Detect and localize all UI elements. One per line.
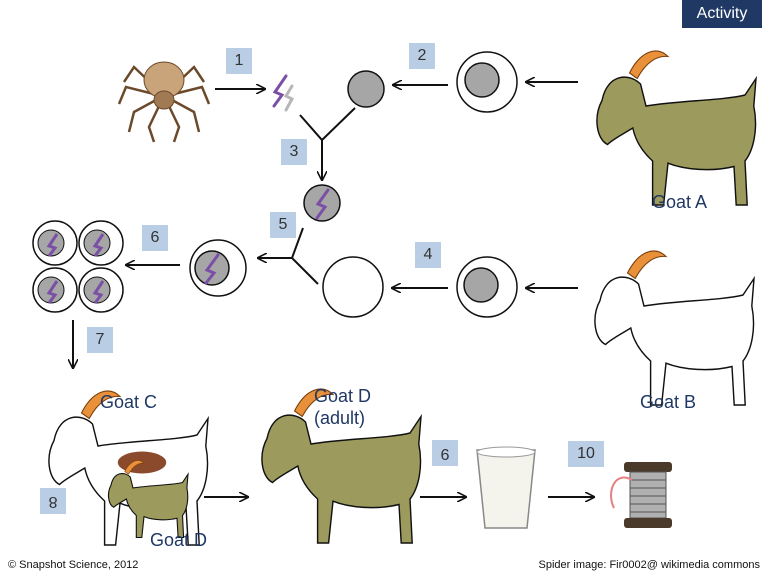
- label-goat-c: Goat C: [100, 392, 158, 412]
- spider-image: [117, 61, 211, 143]
- cell-goat-a-nucleus: [464, 62, 500, 98]
- copyright-text: © Snapshot Science, 2012: [8, 559, 139, 571]
- label-goat-d-adult-note: (adult): [314, 408, 366, 428]
- image-credit-text: Spider image: Fir0002@ wikimedia commons: [538, 559, 760, 571]
- step-2-badge: 2: [409, 43, 435, 69]
- step-1-badge: 1: [226, 48, 252, 74]
- step-9-badge: 9: [432, 440, 458, 466]
- combine-lines-top: [299, 107, 356, 142]
- step-6-badge: 6: [142, 225, 168, 251]
- activity-button[interactable]: Activity: [682, 0, 762, 28]
- dna-fragment: [272, 74, 295, 112]
- goat-a-image: [596, 50, 757, 206]
- step-3-badge: 3: [281, 139, 307, 165]
- goat-b-image: [594, 250, 755, 406]
- cell-goat-b-nucleus: [463, 267, 499, 303]
- label-goat-d-adult: Goat D: [314, 386, 372, 406]
- step-10-badge: 10: [568, 441, 604, 467]
- label-goat-a: Goat A: [652, 192, 708, 212]
- enucleated-cell: [322, 256, 384, 318]
- label-goat-d: Goat D: [150, 530, 208, 550]
- milk-glass-image: [476, 446, 536, 529]
- step-4-badge: 4: [415, 242, 441, 268]
- step-5-badge: 5: [270, 212, 296, 238]
- nucleus-goat-a: [347, 70, 385, 108]
- step-8-badge: 8: [40, 488, 66, 514]
- modified-nucleus: [303, 184, 341, 222]
- fused-cell: [189, 239, 247, 297]
- silk-spool-image: [610, 462, 672, 528]
- label-goat-b: Goat B: [640, 392, 697, 412]
- step-7-badge: 7: [87, 327, 113, 353]
- embryo-four-cells: [32, 220, 124, 313]
